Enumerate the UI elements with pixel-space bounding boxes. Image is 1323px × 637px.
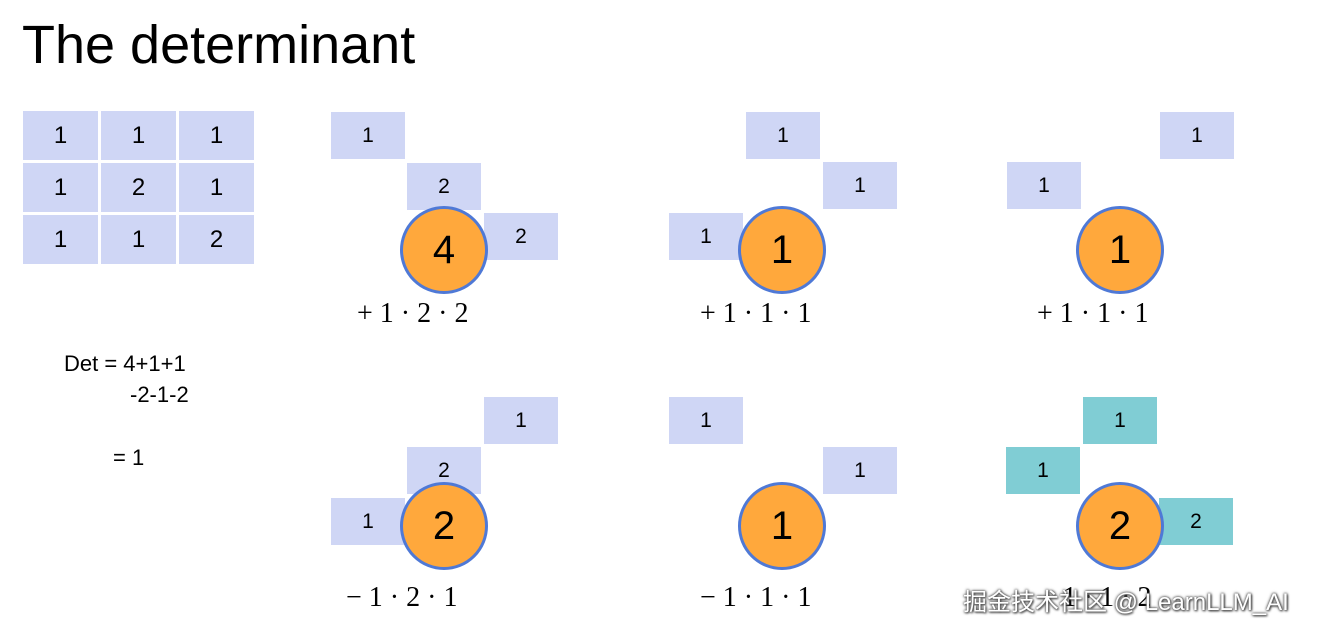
term-formula: + 1 · 2 · 2 [357, 298, 469, 329]
matrix-cell: 2 [179, 215, 254, 264]
term-cell: 1 [823, 447, 897, 494]
matrix-cell: 1 [23, 215, 98, 264]
term-cell: 2 [484, 213, 558, 260]
term-cell: 2 [407, 163, 481, 210]
term-cell: 1 [1160, 112, 1234, 159]
highlight-cell: 1 [1083, 397, 1157, 444]
matrix-grid: 1 1 1 1 2 1 1 1 2 [23, 111, 254, 264]
term-cell: 1 [746, 112, 820, 159]
product-circle: 1 [1076, 206, 1164, 294]
product-circle: 2 [400, 482, 488, 570]
highlight-cell: 2 [1159, 498, 1233, 545]
product-circle: 4 [400, 206, 488, 294]
term-cell: 1 [1007, 162, 1081, 209]
term-cell: 1 [331, 498, 405, 545]
det-result: = 1 [113, 445, 145, 470]
det-sum-line: -2-1-2 [130, 382, 189, 407]
matrix-cell: 1 [23, 111, 98, 160]
product-circle: 1 [738, 206, 826, 294]
det-sum-line: Det = 4+1+1 [64, 351, 186, 376]
term-cell: 1 [823, 162, 897, 209]
product-circle: 1 [738, 482, 826, 570]
term-formula: − 1 · 2 · 1 [346, 582, 458, 613]
highlight-cell: 1 [1006, 447, 1080, 494]
matrix-cell: 1 [179, 111, 254, 160]
term-formula: − 1 · 1 · 1 [700, 582, 812, 613]
term-formula: − 1 · 1 · 2 [1040, 582, 1152, 613]
page-title: The determinant [22, 15, 416, 75]
term-formula: + 1 · 1 · 1 [1037, 298, 1149, 329]
matrix-cell: 2 [101, 163, 176, 212]
term-cell: 1 [669, 213, 743, 260]
term-cell: 1 [484, 397, 558, 444]
matrix-cell: 1 [101, 111, 176, 160]
term-cell: 1 [331, 112, 405, 159]
product-circle: 2 [1076, 482, 1164, 570]
matrix-cell: 1 [23, 163, 98, 212]
term-cell: 1 [669, 397, 743, 444]
watermark: 掘金技术社区 @ LearnLLM_AI [963, 589, 1289, 616]
matrix-cell: 1 [179, 163, 254, 212]
matrix-cell: 1 [101, 215, 176, 264]
term-formula: + 1 · 1 · 1 [700, 298, 812, 329]
